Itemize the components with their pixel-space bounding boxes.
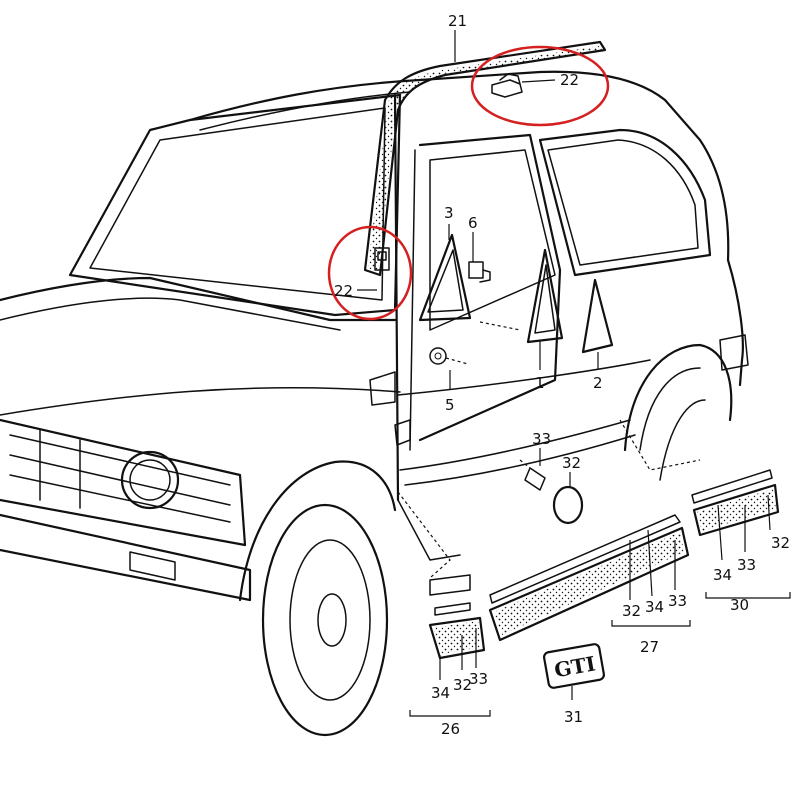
highlight-circle-left bbox=[327, 225, 413, 321]
callout-33-rear: 33 bbox=[737, 556, 756, 574]
callout-32-front: 32 bbox=[453, 676, 472, 694]
callout-33-mid: 33 bbox=[532, 430, 551, 448]
callout-22-top: 22 bbox=[560, 71, 579, 89]
side-trim-strip-27 bbox=[488, 514, 690, 642]
callout-26: 26 bbox=[441, 720, 460, 738]
callout-5: 5 bbox=[445, 396, 455, 414]
car-body-outline bbox=[0, 70, 749, 737]
callout-6: 6 bbox=[468, 214, 478, 232]
clip-part-top bbox=[491, 73, 523, 98]
screw-part-5 bbox=[429, 347, 469, 365]
quarter-window-seal-3 bbox=[418, 233, 472, 322]
callout-2: 2 bbox=[593, 374, 603, 392]
leader-lines bbox=[357, 30, 791, 717]
callout-32-side: 32 bbox=[622, 602, 641, 620]
callout-3: 3 bbox=[444, 204, 454, 222]
callout-33-front: 33 bbox=[469, 670, 488, 688]
callout-34-front: 34 bbox=[431, 684, 450, 702]
callout-27: 27 bbox=[640, 638, 659, 656]
callout-30: 30 bbox=[730, 596, 749, 614]
callout-34-rear: 34 bbox=[713, 566, 732, 584]
callout-31: 31 bbox=[564, 708, 583, 726]
callout-32-rear: 32 bbox=[771, 534, 790, 552]
gti-badge-text: GTI bbox=[552, 651, 597, 682]
callout-32-mid: 32 bbox=[562, 454, 581, 472]
callout-33-side: 33 bbox=[668, 592, 687, 610]
callout-34-side: 34 bbox=[645, 598, 664, 616]
rear-trim-strip-30 bbox=[691, 469, 780, 537]
callout-labels: 21 22 22 3 6 5 1 2 33 32 34 32 33 26 32 … bbox=[334, 12, 790, 738]
cap-part-32-mid bbox=[552, 485, 584, 525]
bracket-part-6 bbox=[468, 261, 491, 283]
grommet-part-33-mid bbox=[519, 459, 546, 491]
callout-1: 1 bbox=[535, 374, 545, 392]
triangle-cover-2 bbox=[581, 278, 614, 354]
gti-badge-31: GTI bbox=[542, 643, 606, 689]
highlight-circle-top bbox=[470, 45, 610, 127]
clip-part-left bbox=[374, 247, 390, 271]
quarter-window-seal-1 bbox=[526, 248, 564, 344]
callout-22-left: 22 bbox=[334, 282, 353, 300]
callout-21: 21 bbox=[448, 12, 467, 30]
roof-seal-strip bbox=[363, 40, 607, 277]
front-trim-strip-26 bbox=[428, 602, 486, 660]
